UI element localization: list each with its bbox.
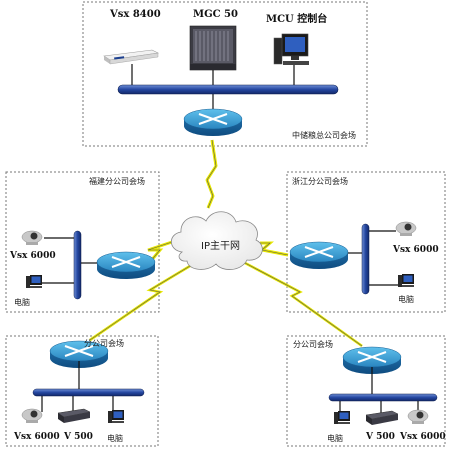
wan-link-hq — [205, 139, 218, 209]
vsx8400-device — [103, 49, 159, 65]
branch-left-pc-computer — [108, 410, 124, 423]
fujian-vsx6000-camera — [21, 230, 43, 245]
branch-left-ethernet-bus — [32, 388, 145, 397]
hq-ethernet-bus — [117, 84, 339, 95]
hq-site-box — [82, 1, 368, 147]
branch-left-pc-label: 电脑 — [107, 433, 123, 443]
fujian-pc-computer — [26, 275, 42, 288]
branch-right-vsx6000-camera — [407, 409, 429, 424]
fujian-router-icon — [96, 251, 156, 279]
branch-left-v500-unit — [57, 408, 91, 423]
branch-right-router-icon — [342, 346, 402, 374]
branch-left-v500-label: V 500 — [63, 432, 93, 442]
fujian-vsx6000-label: Vsx 6000 — [9, 251, 56, 261]
wan-link-branch-right-edge — [244, 262, 363, 347]
zhejiang-site-name: 浙江分公司会场 — [292, 176, 348, 186]
zhejiang-pc-computer — [398, 274, 414, 287]
branch-right-site-box — [286, 335, 446, 447]
wan-link-zhejiang-edge — [260, 242, 289, 256]
branch-left-drop-lines — [41, 361, 114, 414]
fujian-site-name: 福建分公司会场 — [89, 176, 145, 186]
branch-left-vsx6000-label: Vsx 6000 — [13, 432, 60, 442]
branch-left-router-icon — [49, 340, 109, 368]
hq-site-name: 中储粮总公司会场 — [292, 130, 356, 140]
zhejiang-pc-label: 电脑 — [398, 294, 414, 304]
wan-link-fujian-edge — [147, 239, 179, 263]
branch-left-site-name: 分公司会场 — [84, 338, 124, 348]
zhejiang-router-icon — [289, 241, 349, 269]
fujian-ethernet-bus — [73, 230, 82, 300]
branch-left-vsx6000-camera — [21, 408, 43, 423]
wan-link-hq-edge — [206, 139, 217, 209]
hq-router-icon — [183, 108, 243, 136]
fujian-pc-label: 电脑 — [14, 297, 30, 307]
hq-drop-lines — [131, 64, 295, 110]
branch-left-site-box — [5, 335, 159, 447]
ip-backbone-cloud: IP主干网 — [170, 211, 263, 270]
hq-vsx8400-label: Vsx 8400 — [109, 9, 161, 20]
branch-right-pc-computer — [334, 411, 350, 424]
zhejiang-drop-lines — [348, 230, 400, 286]
branch-right-vsx6000-label: Vsx 6000 — [399, 432, 446, 442]
hq-mcu-console-label: MCU 控制台 — [266, 12, 327, 25]
zhejiang-vsx6000-label: Vsx 6000 — [392, 245, 439, 255]
fujian-site-box — [5, 171, 160, 313]
wan-link-zhejiang — [258, 241, 289, 257]
mcu-console-computer — [273, 33, 309, 65]
branch-right-pc-label: 电脑 — [327, 433, 343, 443]
branch-right-v500-label: V 500 — [365, 432, 395, 442]
branch-right-v500-unit — [365, 410, 399, 425]
branch-right-ethernet-bus — [328, 393, 438, 402]
zhejiang-site-box — [286, 171, 446, 313]
wan-link-branch-left-edge — [89, 262, 196, 341]
hq-mgc50-label: MGC 50 — [193, 9, 238, 20]
zhejiang-ethernet-bus — [361, 223, 370, 295]
branch-right-drop-lines — [339, 367, 419, 416]
fujian-drop-lines — [38, 237, 97, 284]
zhejiang-vsx6000-camera — [395, 221, 417, 236]
mgc50-device — [189, 25, 237, 71]
branch-right-site-name: 分公司会场 — [293, 339, 333, 349]
backbone-label: IP主干网 — [201, 240, 240, 252]
